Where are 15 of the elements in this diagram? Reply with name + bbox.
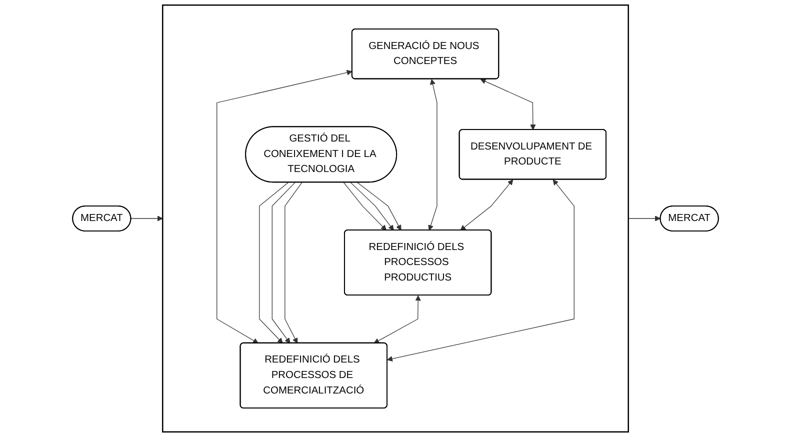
arrow xyxy=(357,182,402,231)
arrow xyxy=(480,78,536,130)
arrow xyxy=(284,182,302,344)
arrow xyxy=(130,216,163,222)
arrow xyxy=(350,182,394,231)
arrow xyxy=(272,182,296,344)
arrow xyxy=(343,182,387,231)
arrow xyxy=(460,180,514,231)
arrow xyxy=(428,79,438,231)
arrow xyxy=(216,70,352,344)
arrow xyxy=(628,216,661,222)
cluster xyxy=(162,4,629,433)
arrow xyxy=(259,182,289,344)
arrow xyxy=(387,180,574,362)
arrow xyxy=(374,295,421,344)
